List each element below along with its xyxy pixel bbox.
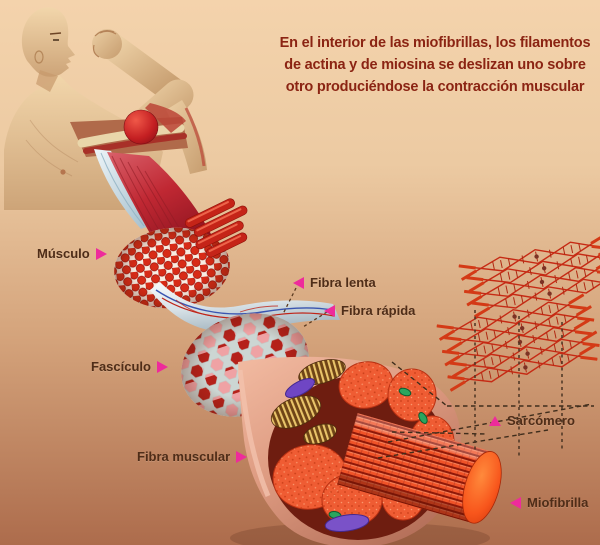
- up-arrow-icon: [489, 415, 501, 426]
- right-arrow-icon: [156, 360, 168, 373]
- left-arrow-icon: [324, 304, 335, 317]
- myofibril-end-cap: [462, 451, 502, 524]
- label-fibra-muscular-text: Fibra muscular: [137, 449, 231, 464]
- intro-line-3: otro produciéndose la contracción muscul…: [285, 79, 585, 95]
- left-arrow-icon: [293, 276, 304, 289]
- sarcoplasmic-reticulum: [270, 359, 346, 445]
- human-figure: [4, 7, 207, 210]
- label-fasciculo-text: Fascículo: [91, 359, 151, 374]
- perimysium-sheath: [150, 282, 340, 333]
- vein: [155, 289, 333, 315]
- fiber-pointer-dashes: [282, 287, 328, 328]
- right-arrow-icon: [95, 247, 107, 260]
- label-musculo-text: Músculo: [37, 246, 90, 261]
- sarcomere-lattice-upper: [457, 233, 600, 319]
- fist: [92, 29, 122, 59]
- intro-text: En el interior de las miofibrillas, los …: [272, 32, 598, 98]
- label-miofibrilla-text: Miofibrilla: [527, 495, 589, 510]
- left-arrow-icon: [510, 496, 521, 509]
- intro-line-2: de actina y de miosina se deslizan uno s…: [284, 57, 586, 73]
- dashed-connectors: [377, 361, 594, 459]
- label-miofibrilla: Miofibrilla: [510, 495, 588, 510]
- nuclei: [285, 378, 370, 532]
- neck-shadow: [36, 70, 58, 92]
- deltoid-muscle: [145, 103, 186, 133]
- muscle-ribbon: [94, 149, 220, 253]
- label-sarcomero: Sarcómero: [489, 413, 575, 428]
- label-fibra-rapida-text: Fibra rápida: [341, 303, 416, 318]
- right-arrow-icon: [236, 450, 248, 463]
- forearm: [98, 32, 186, 104]
- label-musculo: Músculo: [37, 246, 107, 261]
- head: [21, 7, 75, 77]
- label-fibra-muscular: Fibra muscular: [137, 449, 248, 464]
- intro-line-1: En el interior de las miofibrillas, los …: [279, 35, 591, 51]
- label-fibra-lenta-text: Fibra lenta: [310, 275, 376, 290]
- label-fibra-rapida: Fibra rápida: [324, 303, 415, 318]
- label-fasciculo: Fascículo: [91, 359, 168, 374]
- biceps-ball: [123, 109, 159, 145]
- label-fibra-lenta: Fibra lenta: [293, 275, 376, 290]
- myofibril-cylinder: [337, 413, 502, 524]
- z-disc-lines: [474, 310, 563, 458]
- label-sarcomero-text: Sarcómero: [507, 413, 575, 428]
- fascicle-stubs: [184, 198, 248, 258]
